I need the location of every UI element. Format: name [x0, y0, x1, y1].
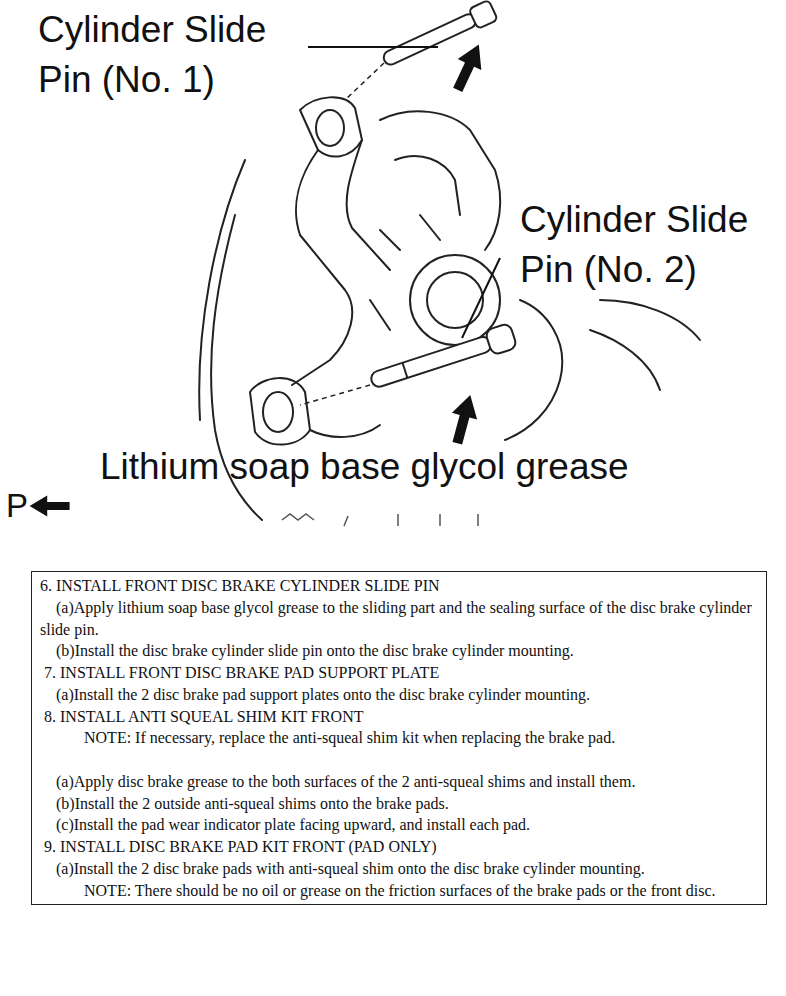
caliper-body [395, 156, 460, 215]
step-text: (b)Install the 2 outside anti-squeal shi… [40, 793, 758, 815]
part-label: Cylinder Slide Pin (No. 2) [520, 195, 782, 295]
knuckle-line [370, 215, 440, 330]
knuckle-line [600, 300, 700, 340]
hub-ring [410, 255, 500, 345]
direction-arrows [30, 39, 491, 516]
step-text: (b)Install the disc brake cylinder slide… [40, 640, 758, 662]
caliper-body [380, 111, 500, 250]
lower-arm [250, 378, 310, 444]
pin-2-guide [300, 385, 370, 405]
leader-lines [308, 47, 500, 338]
leader-line [462, 258, 500, 338]
step-heading: 8. INSTALL ANTI SQUEAL SHIM KIT FRONT [40, 706, 758, 728]
part-label: Cylinder Slide Pin (No. 1) [38, 5, 306, 105]
lower-bracket [310, 425, 380, 437]
tick-mark [282, 514, 314, 520]
instruction-box: 6. INSTALL FRONT DISC BRAKE CYLINDER SLI… [31, 571, 767, 905]
pin-head [485, 323, 518, 356]
step-text: NOTE: If necessary, replace the anti-squ… [40, 727, 758, 749]
hub-arc [505, 300, 562, 440]
step-text: (a)Apply disc brake grease to the both s… [40, 771, 758, 793]
step-text: NOTE: There should be no oil or grease o… [40, 880, 758, 902]
bracket-outline [292, 150, 352, 385]
marks [282, 514, 478, 526]
step-text: (a)Install the 2 disc brake pads with an… [40, 858, 758, 880]
direction-label: P [6, 486, 36, 526]
disc-edge-outer [199, 160, 245, 420]
knuckle-line [590, 330, 660, 390]
step-heading: 7. INSTALL FRONT DISC BRAKE PAD SUPPORT … [40, 662, 758, 684]
step-heading: 9. INSTALL DISC BRAKE PAD KIT FRONT (PAD… [40, 836, 758, 858]
guide-lines [300, 63, 384, 405]
front-arrow [30, 496, 70, 517]
tick-mark [344, 514, 478, 526]
pin-groove [402, 363, 407, 378]
upper-arm [300, 97, 362, 156]
leader-line [308, 46, 438, 48]
install-arrow [446, 39, 491, 95]
upper-bore [316, 110, 344, 146]
install-arrow [445, 392, 483, 447]
pin-head [469, 0, 498, 29]
part-label: Lithium soap base glycol grease [100, 442, 780, 492]
lower-bore [263, 392, 293, 432]
pin-shaft [369, 335, 493, 389]
pin-1-guide [345, 63, 384, 100]
slide-pin-2 [368, 323, 518, 394]
step-heading: 6. INSTALL FRONT DISC BRAKE CYLINDER SLI… [40, 575, 758, 597]
bracket-outline-inner [347, 140, 390, 270]
step-text: (a)Apply lithium soap base glycol grease… [40, 597, 758, 641]
hub-ring [427, 272, 483, 328]
step-text: (a)Install the 2 disc brake pad support … [40, 684, 758, 706]
step-text: (c)Install the pad wear indicator plate … [40, 814, 758, 836]
